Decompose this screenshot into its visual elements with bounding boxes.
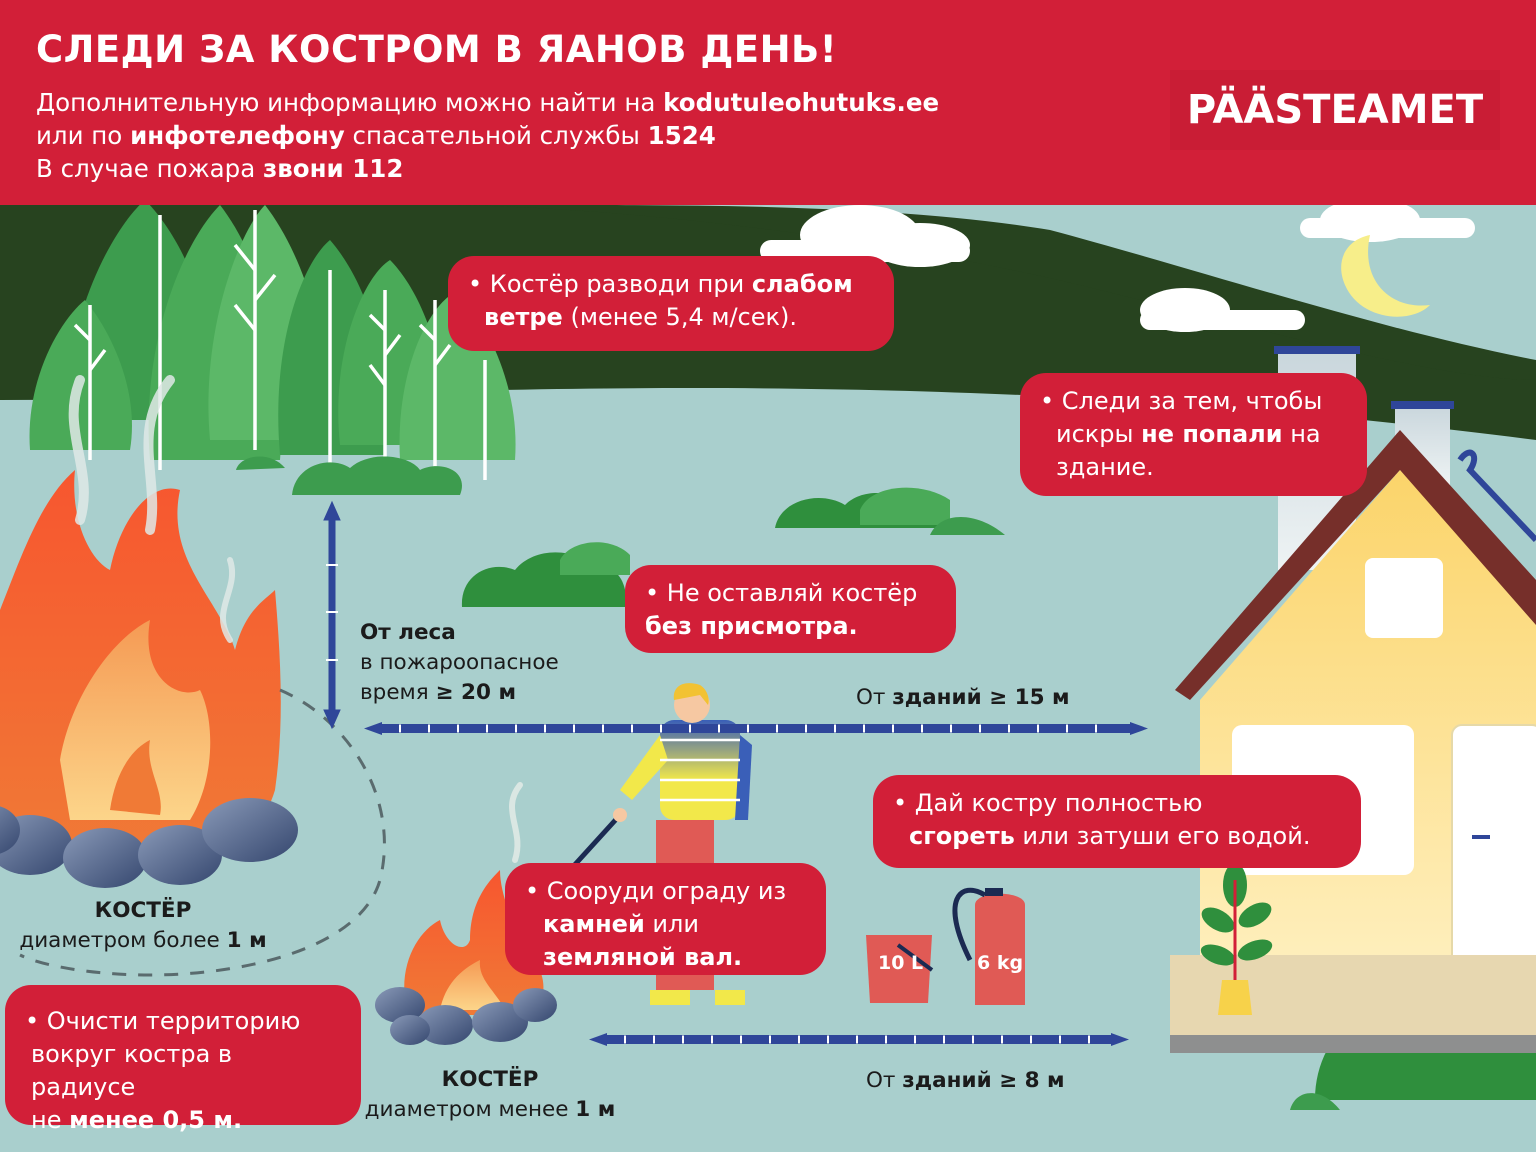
tip-text: на [1282,420,1321,448]
big-bonfire [0,375,298,888]
big-fire-label: КОСТЁР диаметром более 1 м [0,896,286,956]
label-bold: зданий ≥ 8 м [902,1068,1065,1093]
clearance-radius [19,688,386,977]
building8-distance-label: От зданий ≥ 8 м [866,1066,1065,1096]
tip-bold: ветре [484,303,563,331]
wind-tip-bubble: • Костёр разводи при слабом ветре (менее… [448,256,894,351]
house [1170,346,1536,1053]
info-phone-number: 1524 [647,121,716,150]
tip-bold: не попали [1141,420,1283,448]
building8-distance-line [589,1033,1129,1046]
label-bold: КОСТЁР [94,898,192,923]
sparks-tip-bubble: • Следи за тем, чтобы искры не попали на… [1020,373,1367,496]
label-text: диаметром менее [364,1097,576,1122]
building15-distance-label: От зданий ≥ 15 м [856,683,1070,713]
tip-text: или [644,910,699,938]
forest-trees [29,200,516,480]
info-line-emergency: В случае пожара звони 112 [36,152,403,185]
label-bold: От леса [360,620,456,645]
tip-text: • Следи за тем, чтобы [1040,387,1323,415]
info-text: Дополнительную информацию можно найти на [36,88,664,117]
tip-text: не [31,1106,70,1134]
burn-tip-bubble: • Дай костру полностью сгореть или затуш… [873,775,1361,868]
info-line-phone: или по инфотелефону спасательной службы … [36,119,716,152]
forest-distance-line [323,500,341,730]
small-bonfire [375,782,557,1045]
tip-text: здание. [1056,453,1154,481]
tip-text: искры [1056,420,1142,448]
label-bold: КОСТЁР [441,1067,539,1092]
label-text: От [856,685,893,710]
building15-distance-line [364,722,1148,735]
tip-bold: сгореть [909,822,1015,850]
tip-text: • Не оставляй костёр [645,579,918,607]
paasteamet-logo: PÄÄSTEAMET [1170,70,1500,150]
info-line-site: Дополнительную информацию можно найти на… [36,86,939,119]
tip-bold: земляной вал. [543,943,743,971]
header-banner: СЛЕДИ ЗА КОСТРОМ В ЯАНОВ ДЕНЬ! Дополните… [0,0,1536,205]
emergency-number: звони 112 [263,154,404,183]
tip-text: • Сооруди ограду из [525,877,787,905]
website-link[interactable]: kodutuleohutuks.ee [663,88,940,117]
unattended-tip-bubble: • Не оставляй костёр без присмотра. [625,565,956,653]
fence-tip-bubble: • Сооруди ограду из камней или земляной … [505,863,826,975]
info-text: или по [36,121,131,150]
label-bold: зданий ≥ 15 м [892,685,1070,710]
tip-text: или затуши его водой. [1014,822,1311,850]
label-text: От [866,1068,903,1093]
tip-text: • Дай костру полностью [893,789,1203,817]
fire-extinguisher [952,887,1025,1005]
label-text: в пожароопасное [360,650,559,675]
sky-area [560,205,1536,360]
info-phone-label: инфотелефону [130,121,345,150]
label-bold: 1 м [575,1097,616,1122]
info-text: В случае пожара [36,154,264,183]
tip-bold: камней [543,910,645,938]
moon-icon [1341,235,1430,317]
label-text: время [360,680,436,705]
info-text: спасательной службы [344,121,648,150]
label-bold: 1 м [226,928,267,953]
tip-bold: менее 0,5 м. [69,1106,243,1134]
tip-bold: без присмотра. [645,612,858,640]
bucket [866,935,934,1003]
forest-distance-label: От леса в пожароопасное время ≥ 20 м [360,618,559,708]
tip-text: • Костёр разводи при [468,270,752,298]
label-text: диаметром более [19,928,227,953]
extinguisher-weight-label: 6 kg [977,952,1024,974]
small-fire-label: КОСТЁР диаметром менее 1 м [350,1065,630,1125]
bucket-volume-label: 10 L [878,952,924,974]
tip-text: вокруг костра в радиусе [31,1040,233,1101]
tip-text: (менее 5,4 м/сек). [562,303,797,331]
clear-area-tip-bubble: • Очисти территорию вокруг костра в ради… [5,985,361,1134]
tip-text: • Очисти территорию [25,1007,301,1035]
page-title: СЛЕДИ ЗА КОСТРОМ В ЯАНОВ ДЕНЬ! [36,28,838,71]
label-bold: ≥ 20 м [435,680,517,705]
cloud-icon [760,198,1475,332]
tip-bold: слабом [751,270,853,298]
